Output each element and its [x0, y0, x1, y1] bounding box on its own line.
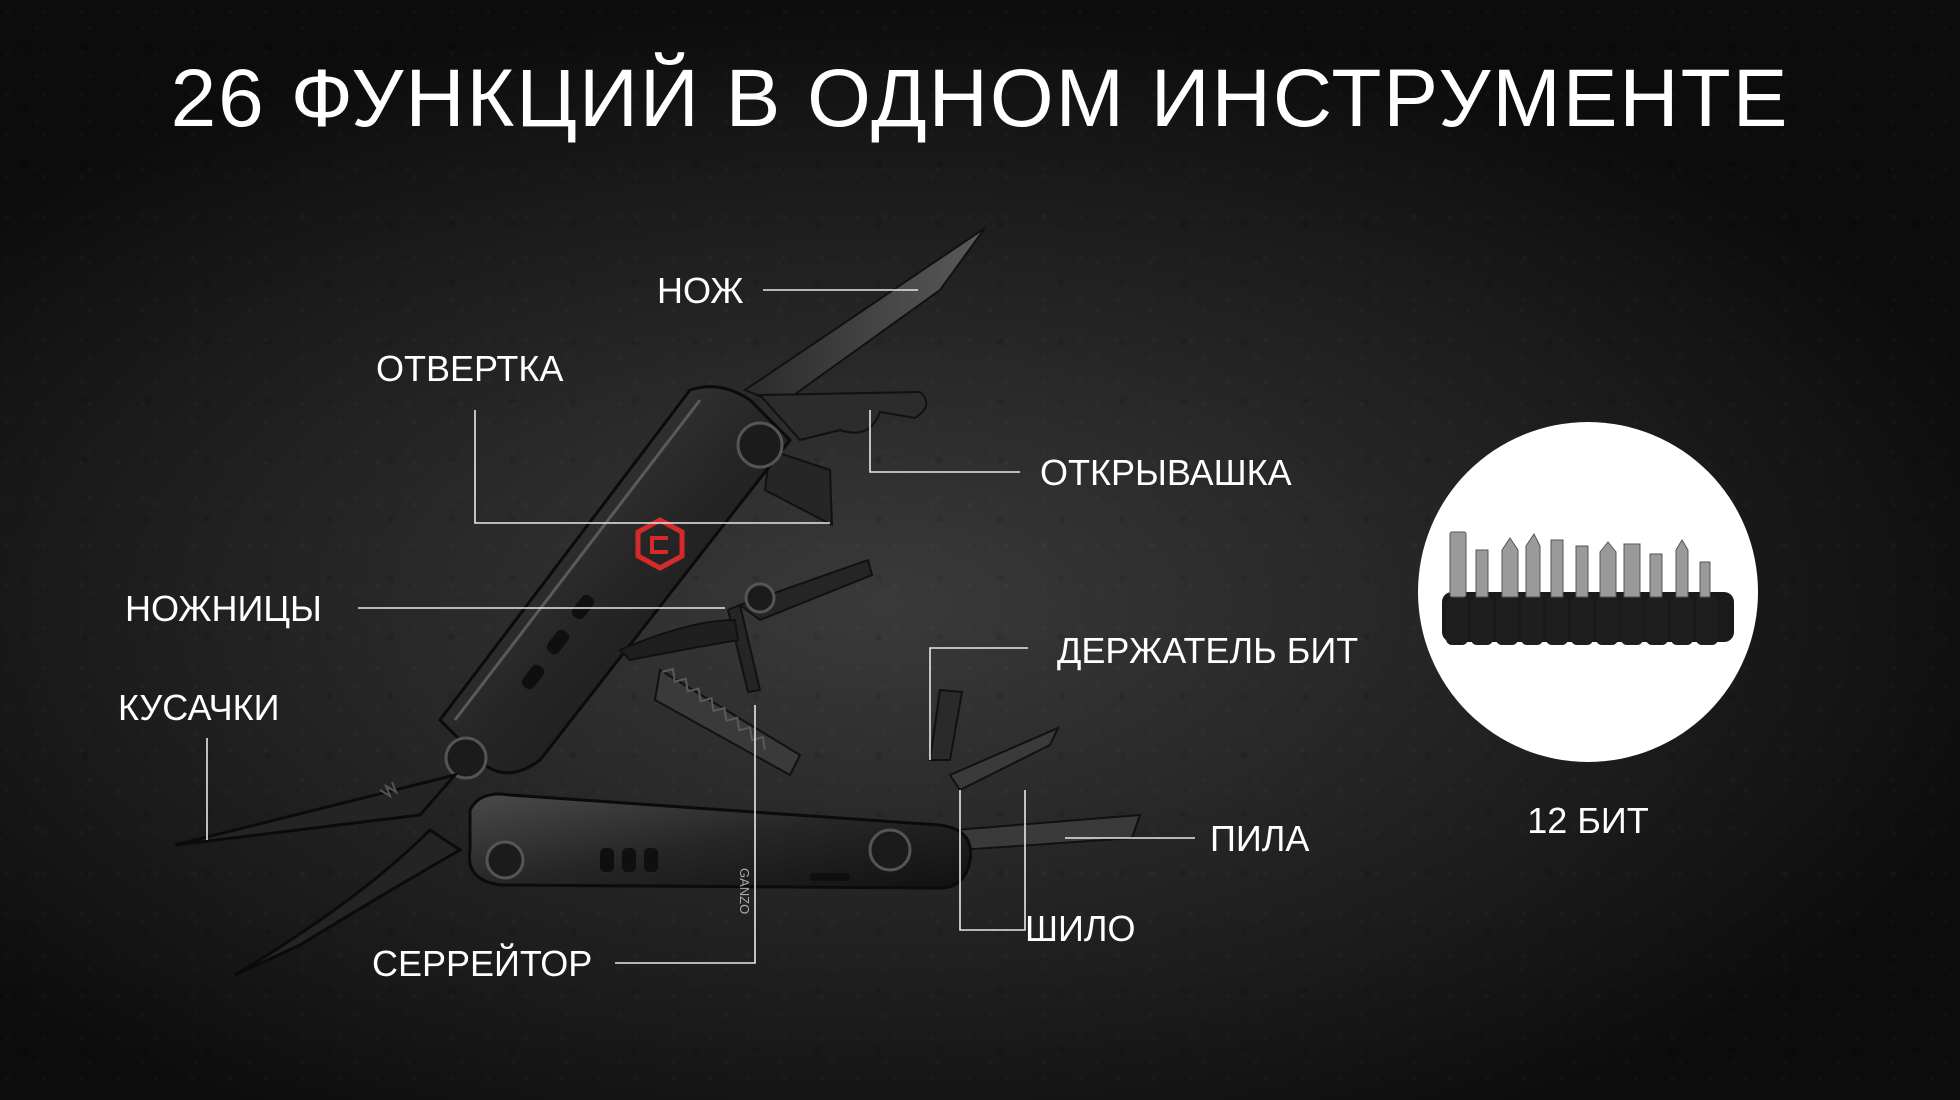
leader-awl	[1005, 790, 1026, 931]
saw-blade	[953, 813, 1142, 852]
tool-engraving: GANZO	[737, 868, 752, 914]
serrated-blade	[653, 668, 802, 777]
bits-caption: 12 БИТ	[1527, 800, 1649, 841]
leader-bottle-opener	[869, 410, 1020, 473]
label-wire-cutters: КУСАЧКИ	[118, 687, 280, 728]
label-bit-holder: ДЕРЖАТЕЛЬ БИТ	[1057, 630, 1359, 671]
label-bottle-opener: ОТКРЫВАШКА	[1040, 452, 1292, 493]
label-awl: ШИЛО	[1025, 908, 1136, 949]
page-title: 26 ФУНКЦИЙ В ОДНОМ ИНСТРУМЕНТЕ	[170, 53, 1790, 144]
leader-serrated	[615, 705, 756, 964]
bit-set-illustration	[1442, 531, 1734, 645]
label-screwdriver: ОТВЕРТКА	[376, 348, 564, 389]
leader-bit-holder	[929, 647, 1028, 760]
lower-handle	[467, 792, 973, 890]
screwdriver-blade	[763, 448, 834, 527]
brand-logo-icon	[635, 517, 685, 571]
bits-image-circle	[1418, 422, 1758, 762]
leader-screwdriver	[474, 410, 830, 524]
bottle-opener	[757, 390, 928, 442]
bit-holder	[928, 688, 964, 761]
pliers-jaws	[174, 772, 460, 847]
leader-lines	[206, 289, 1195, 964]
label-scissors: НОЖНИЦЫ	[125, 588, 322, 629]
knife-blade	[742, 227, 986, 407]
label-serrated-blade: СЕРРЕЙТОР	[372, 943, 593, 984]
label-saw: ПИЛА	[1210, 818, 1310, 859]
awl	[948, 726, 1061, 792]
leader-awl-stem	[959, 790, 1005, 931]
label-knife: НОЖ	[657, 270, 744, 311]
